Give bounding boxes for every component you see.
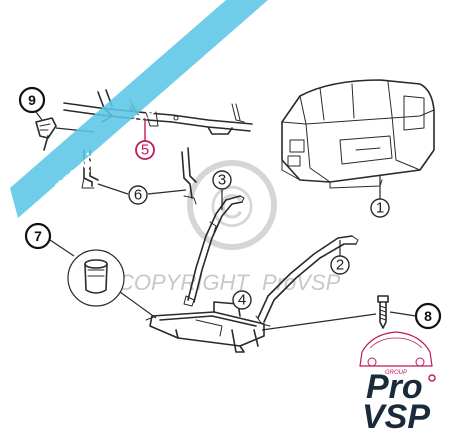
callout-4: 4: [232, 290, 252, 310]
callout-9: 9: [18, 86, 46, 114]
callout-3: 3: [212, 170, 232, 190]
provsp-logo: GROUP Pro VSP: [359, 331, 436, 436]
vehicle-body-shell: [281, 79, 435, 189]
screw-bolt: [377, 295, 389, 329]
bracket-pair: [81, 147, 197, 205]
svg-text:9: 9: [28, 92, 36, 108]
seat-frame: [145, 301, 265, 353]
logo-accent-dot: [428, 374, 436, 382]
diagonal-crossbar: [255, 235, 359, 327]
svg-text:1: 1: [376, 200, 384, 217]
svg-text:5: 5: [141, 142, 149, 159]
copyright-watermark: © COPYRIGHT ProVSP: [118, 160, 341, 295]
curved-strap: [183, 195, 245, 307]
callout-7: 7: [24, 222, 52, 250]
svg-text:2: 2: [336, 257, 344, 274]
callout-6: 6: [128, 185, 148, 205]
svg-text:8: 8: [424, 308, 432, 324]
svg-text:3: 3: [218, 172, 226, 189]
callout-8: 8: [414, 302, 442, 330]
logo-line-vsp: VSP: [362, 398, 430, 436]
clip-detail-zoom: [67, 249, 125, 307]
logo-line-pro: Pro: [366, 368, 423, 406]
logo-group-text: GROUP: [385, 370, 407, 376]
svg-text:7: 7: [34, 228, 42, 244]
svg-text:6: 6: [134, 187, 142, 204]
copyright-label: COPYRIGHT: [118, 270, 250, 295]
callout-5: 5: [135, 140, 155, 160]
callout-2: 2: [330, 255, 350, 275]
svg-text:4: 4: [238, 292, 246, 309]
callout-1: 1: [370, 198, 390, 218]
small-screw: [35, 117, 57, 151]
